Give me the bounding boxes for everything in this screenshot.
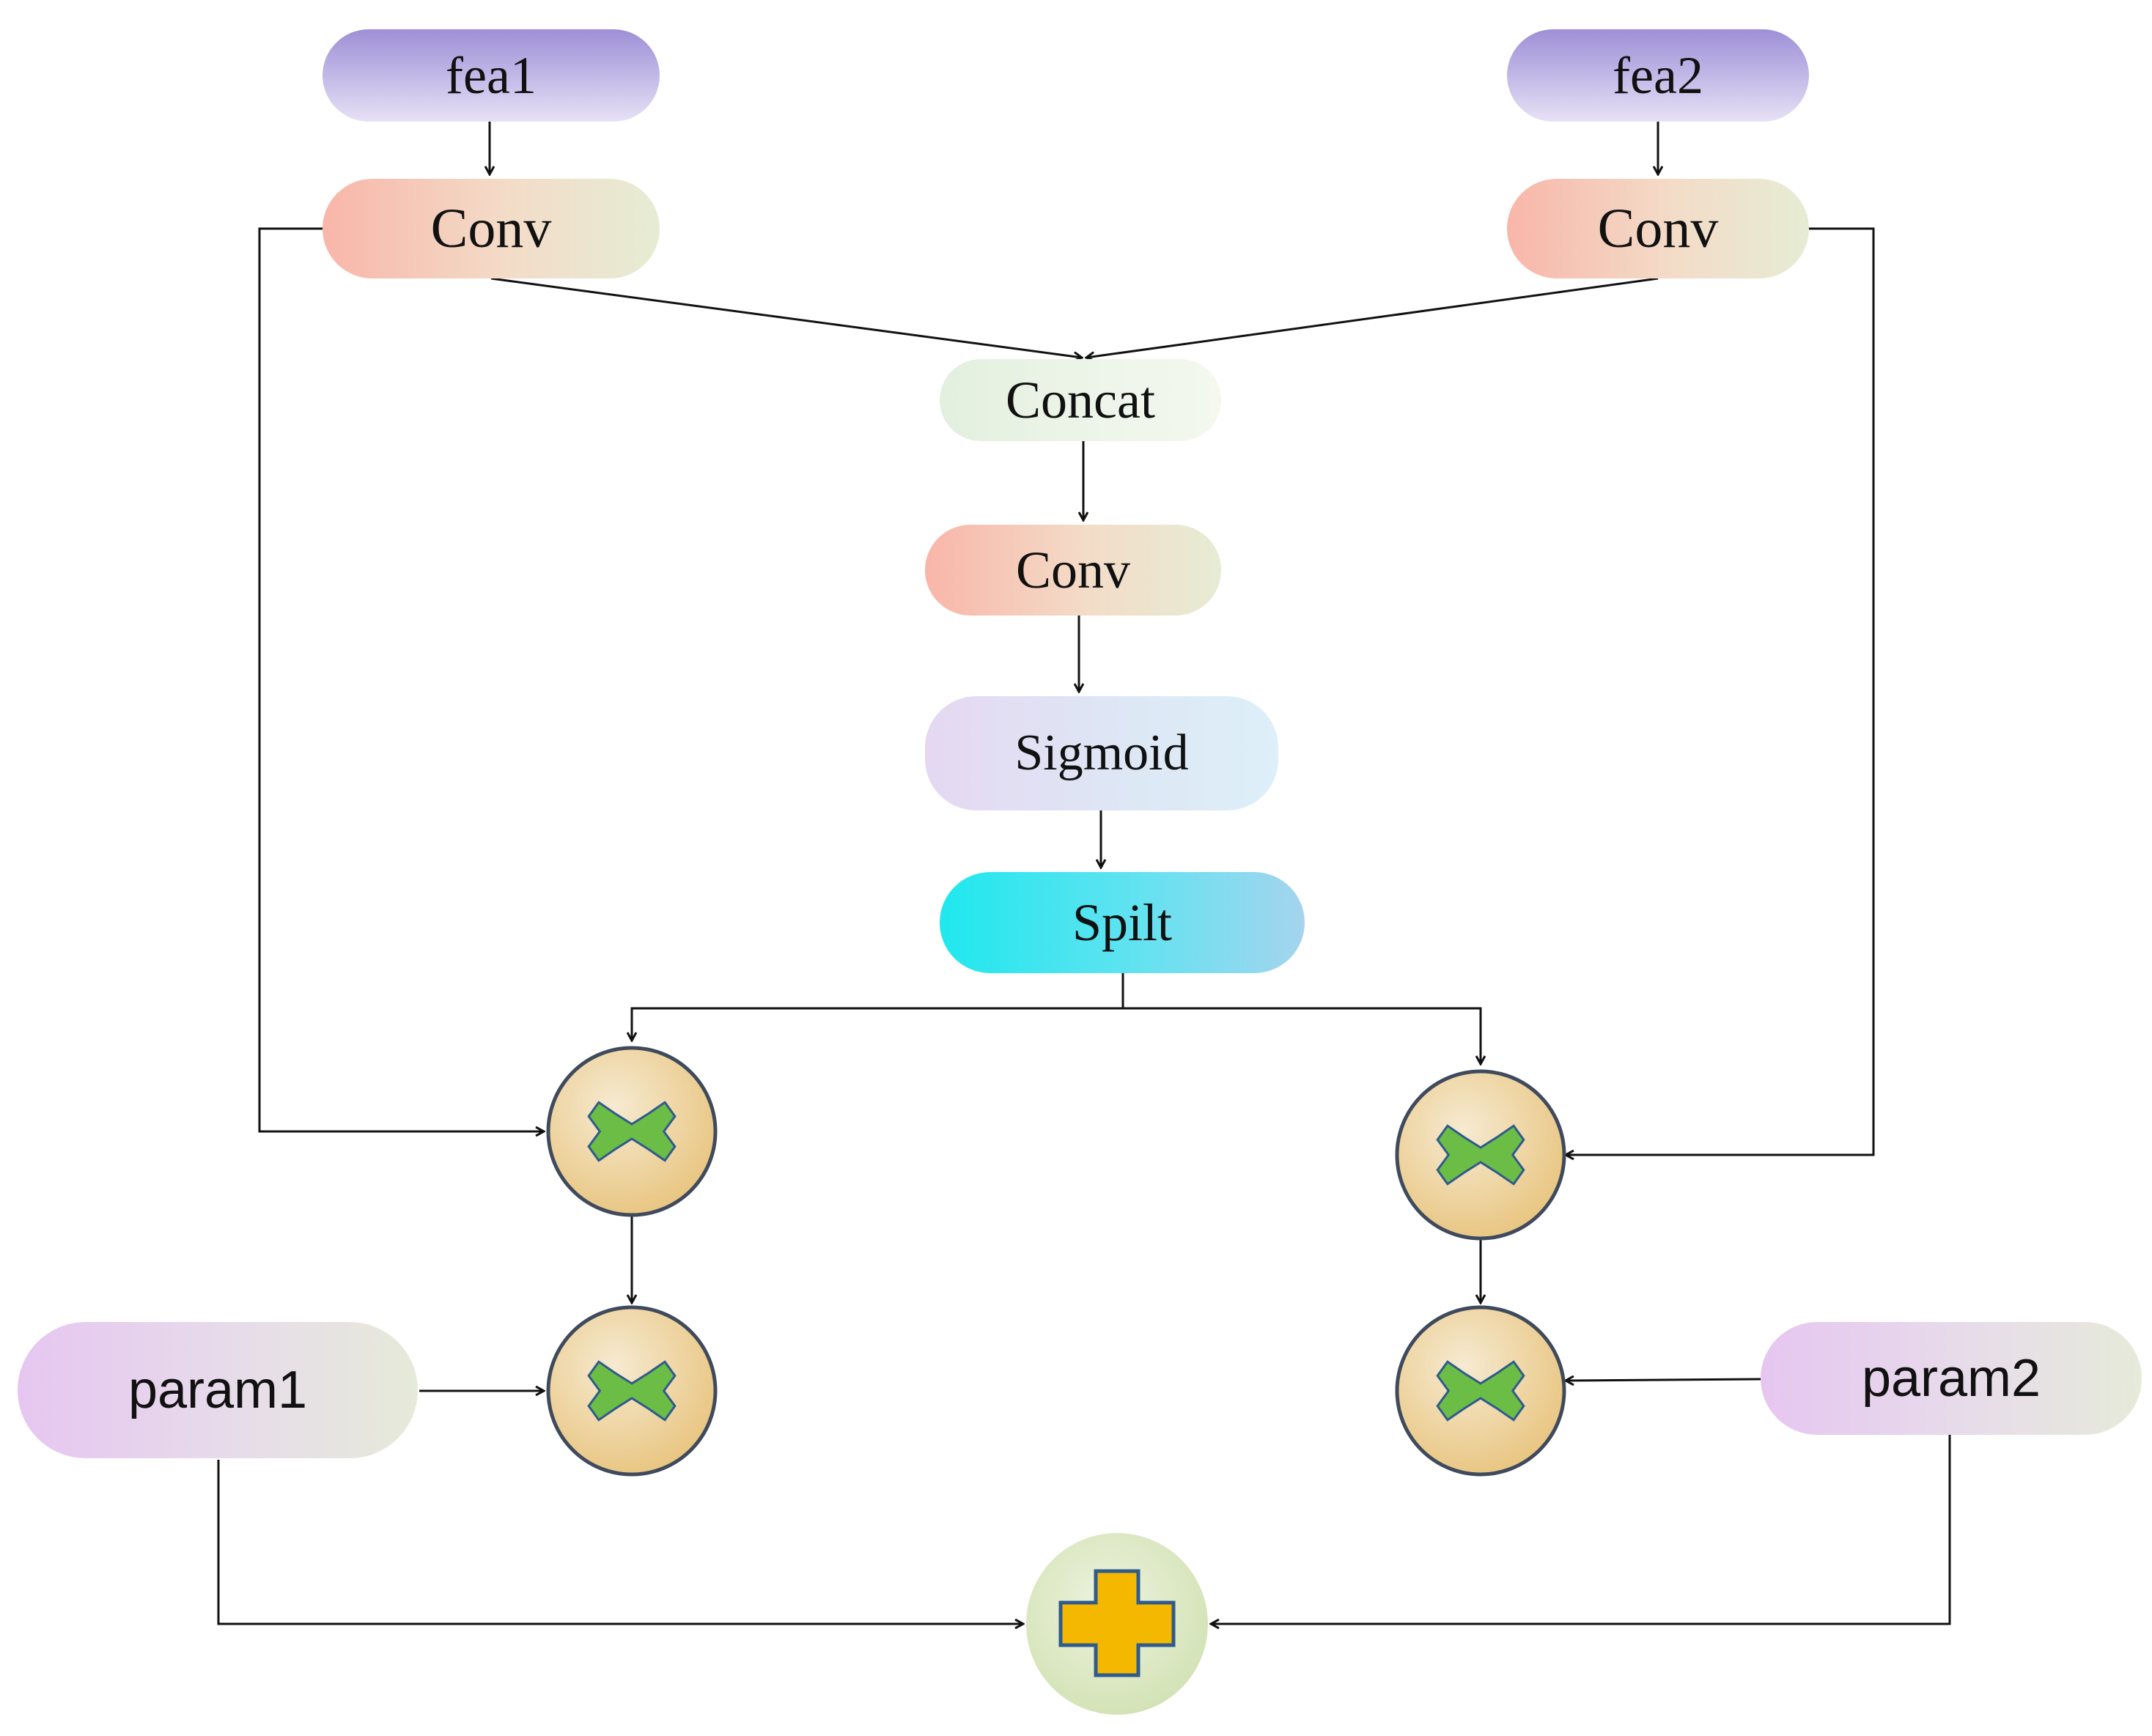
split-node: Spilt xyxy=(940,872,1305,973)
fea1-node: fea1 xyxy=(323,29,660,122)
skip-convr-mul1 xyxy=(1566,227,1875,1155)
multiply-right-2 xyxy=(1395,1305,1566,1477)
arrow-param2-add xyxy=(1211,1435,1951,1624)
split-branch-bar-right xyxy=(1123,1007,1481,1064)
param1-label: param1 xyxy=(128,1361,308,1419)
conv-right-node: Conv xyxy=(1507,179,1809,278)
concat-node: Concat xyxy=(940,359,1221,441)
add-operator xyxy=(1026,1533,1208,1715)
conv-mid-label: Conv xyxy=(1015,540,1131,599)
arrow-param2-mulr2 xyxy=(1566,1379,1761,1381)
fea2-label: fea2 xyxy=(1613,45,1703,105)
conv-left-label: Conv xyxy=(430,197,552,259)
multiply-left-2 xyxy=(546,1305,718,1477)
sigmoid-node: Sigmoid xyxy=(925,696,1278,810)
arrow-convr-concat xyxy=(1086,277,1659,358)
conv-right-label: Conv xyxy=(1597,197,1719,259)
conv-mid-node: Conv xyxy=(925,525,1221,616)
skip-convl-mul1 xyxy=(258,227,544,1131)
split-branch-bar-left xyxy=(632,1007,1123,1041)
param2-label: param2 xyxy=(1861,1349,2041,1408)
fea2-node: fea2 xyxy=(1507,29,1809,122)
param2-node: param2 xyxy=(1761,1322,2142,1435)
fea1-label: fea1 xyxy=(446,45,537,105)
sigmoid-label: Sigmoid xyxy=(1014,725,1189,781)
concat-label: Concat xyxy=(1006,370,1155,429)
multiply-icon xyxy=(587,1101,677,1162)
arrow-convl-concat xyxy=(490,277,1082,358)
param1-node: param1 xyxy=(18,1322,418,1458)
split-label: Spilt xyxy=(1072,893,1173,952)
multiply-icon xyxy=(1436,1124,1525,1186)
multiply-right-1 xyxy=(1395,1069,1566,1241)
plus-icon xyxy=(1058,1569,1176,1677)
multiply-left-1 xyxy=(546,1046,718,1217)
multiply-icon xyxy=(587,1360,677,1422)
conv-left-node: Conv xyxy=(323,179,660,278)
multiply-icon xyxy=(1436,1360,1525,1422)
arrow-param1-add xyxy=(217,1460,1023,1624)
